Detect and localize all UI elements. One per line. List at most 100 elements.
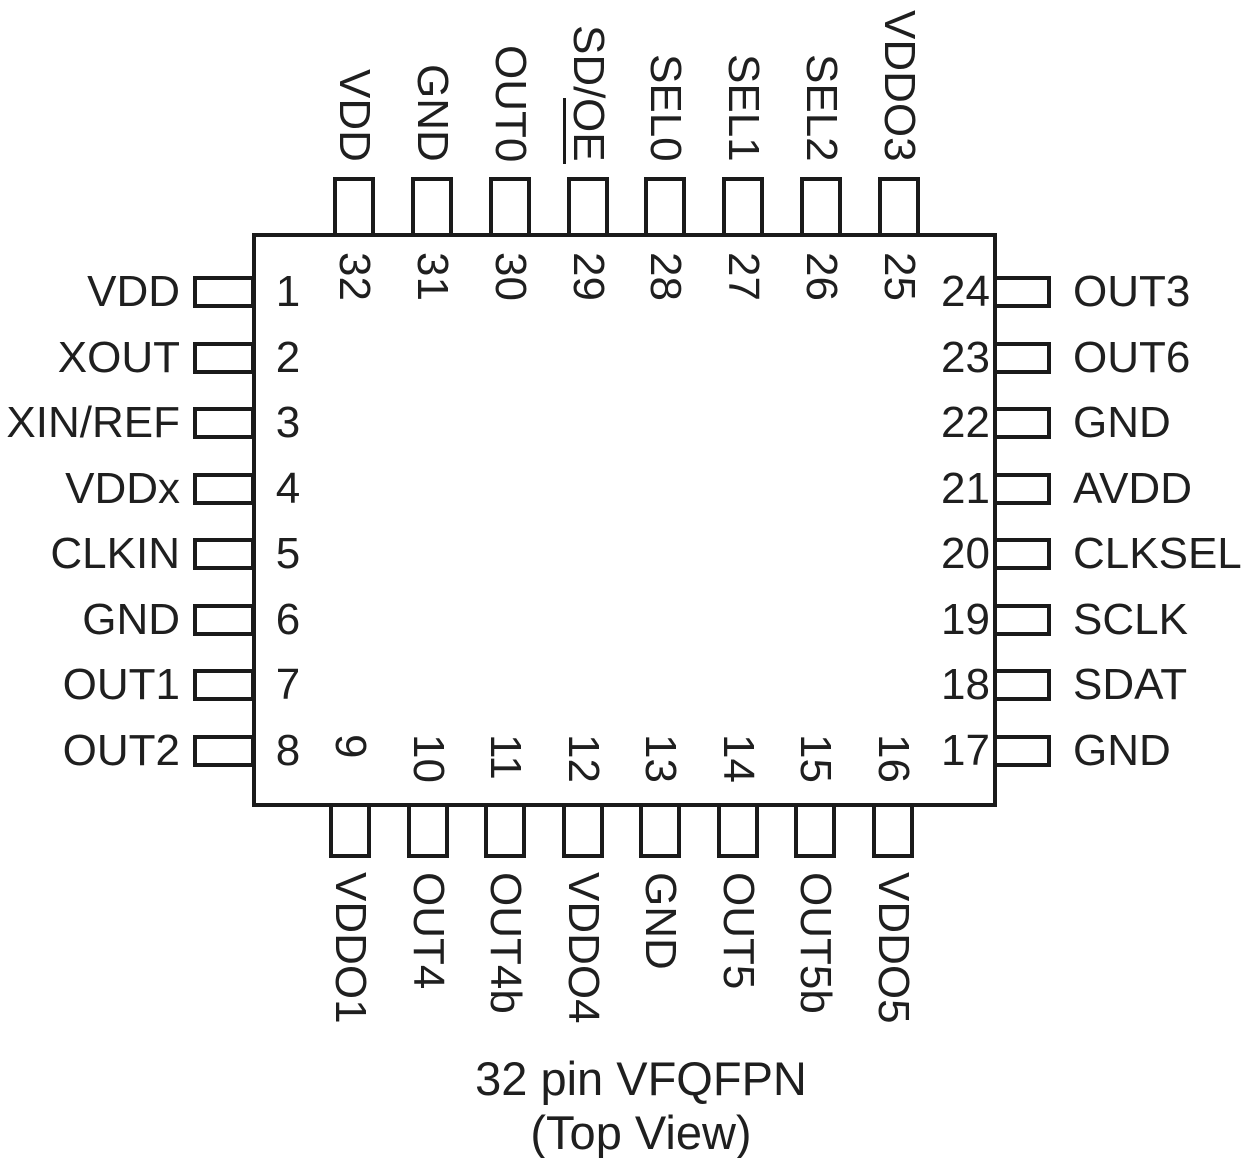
pin-label-17: GND	[1073, 726, 1171, 775]
pin-number-8: 8	[275, 726, 301, 775]
pin-number-14: 14	[714, 734, 763, 783]
pin-label-32: VDD	[330, 69, 379, 162]
pin-box-12	[562, 803, 604, 858]
pin-box-5	[193, 538, 255, 570]
pin-box-19	[993, 604, 1051, 636]
pin-box-18	[993, 669, 1051, 701]
pin-box-26	[800, 177, 842, 237]
pin-number-25: 25	[875, 252, 924, 301]
pin-box-10	[407, 803, 449, 858]
pin-number-2: 2	[275, 333, 301, 382]
pin-number-4: 4	[275, 464, 301, 513]
pin-label-9: VDDO1	[326, 872, 375, 1024]
pin-number-22: 22	[941, 398, 990, 447]
pin-label-8: OUT2	[62, 726, 180, 775]
pin-number-23: 23	[941, 333, 990, 382]
pin-number-6: 6	[275, 595, 301, 644]
pin-number-1: 1	[275, 267, 301, 316]
pin-box-32	[333, 177, 375, 237]
pin-label-29: SD/OE	[563, 25, 613, 164]
pin-label-26: SEL2	[797, 54, 846, 162]
pin-label-31: GND	[408, 64, 457, 162]
pin-label-15: OUT5b	[791, 872, 840, 1014]
pin-number-29: 29	[564, 252, 613, 301]
pin-number-27: 27	[719, 252, 768, 301]
pin-box-28	[644, 177, 686, 237]
pin-box-2	[193, 342, 255, 374]
pin-number-24: 24	[941, 267, 990, 316]
package-caption: 32 pin VFQFPN (Top View)	[341, 1052, 941, 1158]
pin-label-overlined-29: OE	[564, 98, 613, 162]
pin-label-14: OUT5	[714, 872, 763, 990]
pin-label-6: GND	[82, 595, 180, 644]
pin-box-6	[193, 604, 255, 636]
active-low-bar	[563, 98, 566, 164]
pin-label-16: VDDO5	[869, 872, 918, 1024]
pin-box-27	[722, 177, 764, 237]
pin-label-20: CLKSEL	[1073, 529, 1242, 578]
pin-number-17: 17	[941, 726, 990, 775]
pin-label-3: XIN/REF	[6, 398, 180, 447]
pin-box-25	[878, 177, 920, 237]
pin-box-3	[193, 407, 255, 439]
pin-label-1: VDD	[87, 267, 180, 316]
pin-label-30: OUT0	[486, 44, 535, 162]
pin-box-14	[717, 803, 759, 858]
pin-number-21: 21	[941, 464, 990, 513]
pin-label-5: CLKIN	[50, 529, 180, 578]
pin-box-20	[993, 538, 1051, 570]
pin-label-21: AVDD	[1073, 464, 1192, 513]
pin-number-16: 16	[869, 734, 918, 783]
pin-number-30: 30	[486, 252, 535, 301]
pin-label-12: VDDO4	[559, 872, 608, 1024]
pin-label-7: OUT1	[62, 660, 180, 709]
pin-number-12: 12	[559, 734, 608, 783]
pin-number-7: 7	[275, 660, 301, 709]
chip-body	[252, 233, 997, 807]
pin-number-32: 32	[330, 252, 379, 301]
pin-label-4: VDDx	[65, 464, 180, 513]
pin-label-25: VDDO3	[875, 10, 924, 162]
pin-number-15: 15	[791, 734, 840, 783]
pin-label-10: OUT4	[404, 872, 453, 990]
pin-label-2: XOUT	[57, 333, 180, 382]
pin-label-24: OUT3	[1073, 267, 1191, 316]
pin-label-19: SCLK	[1073, 595, 1188, 644]
pin-number-13: 13	[636, 734, 685, 783]
pin-number-31: 31	[408, 252, 457, 301]
caption-view: (Top View)	[530, 1106, 752, 1158]
pin-label-11: OUT4b	[481, 872, 530, 1014]
pin-number-11: 11	[481, 734, 530, 780]
pin-number-20: 20	[941, 529, 990, 578]
pin-box-11	[484, 803, 526, 858]
pin-box-15	[794, 803, 836, 858]
pin-box-1	[193, 276, 255, 308]
pin-box-31	[411, 177, 453, 237]
pin-box-13	[639, 803, 681, 858]
pin-label-28: SEL0	[641, 54, 690, 162]
pin-number-19: 19	[941, 595, 990, 644]
pin-box-8	[193, 735, 255, 767]
pin-box-29	[567, 177, 609, 237]
pin-number-28: 28	[641, 252, 690, 301]
pin-box-4	[193, 473, 255, 505]
pin-label-18: SDAT	[1073, 660, 1188, 709]
pin-number-18: 18	[941, 660, 990, 709]
caption-package: 32 pin VFQFPN	[475, 1052, 807, 1105]
pin-label-27: SEL1	[719, 54, 768, 162]
pin-box-21	[993, 473, 1051, 505]
pin-number-3: 3	[275, 398, 301, 447]
pin-label-prefix-29: SD/	[564, 25, 613, 99]
pin-label-13: GND	[636, 872, 685, 970]
pin-box-24	[993, 276, 1051, 308]
pin-label-22: GND	[1073, 398, 1171, 447]
pin-box-22	[993, 407, 1051, 439]
pin-box-16	[872, 803, 914, 858]
pin-label-23: OUT6	[1073, 333, 1191, 382]
pin-box-7	[193, 669, 255, 701]
pin-box-30	[489, 177, 531, 237]
pin-number-10: 10	[404, 734, 453, 783]
pin-box-9	[329, 803, 371, 858]
pin-box-17	[993, 735, 1051, 767]
